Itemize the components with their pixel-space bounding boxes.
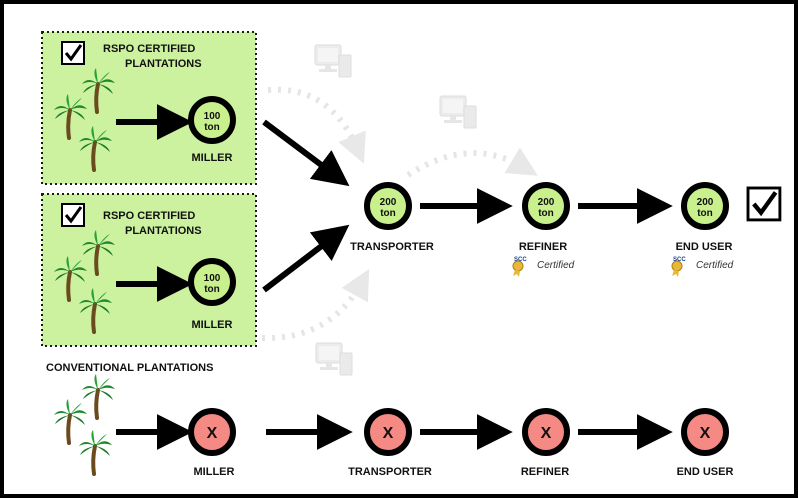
- conventional-title: CONVENTIONAL PLANTATIONS: [46, 362, 213, 374]
- miller-node: [188, 96, 236, 144]
- scc-badge: SCC: [514, 257, 527, 263]
- computer-icon: [315, 342, 353, 376]
- checkbox-checked-icon: [748, 188, 780, 220]
- certified-plantation-b: RSPO CERTIFIED PLANTATIONS 100 ton MILLE…: [41, 193, 257, 347]
- refiner-label: REFINER: [519, 241, 567, 253]
- certified-label: Certified: [537, 260, 575, 271]
- scc-badge: SCC: [673, 257, 686, 263]
- palm-tree-icon: [80, 372, 117, 420]
- node-quantity: 200: [538, 197, 555, 208]
- plantation-title-2: PLANTATIONS: [125, 58, 202, 70]
- miller-label: MILLER: [192, 152, 233, 164]
- seal-ribbon-icon: [671, 260, 683, 278]
- node-unit: ton: [204, 122, 220, 133]
- miller-label: MILLER: [194, 466, 235, 478]
- flow-arrow: [262, 119, 350, 187]
- x-mark: X: [383, 425, 394, 442]
- x-mark: X: [700, 425, 711, 442]
- certified-label: Certified: [696, 260, 734, 271]
- seal-ribbon-icon: [512, 260, 524, 278]
- plantation-title-2: PLANTATIONS: [125, 225, 202, 237]
- end-user-node: [681, 182, 729, 230]
- certified-plantation-a: RSPO CERTIFIED PLANTATIONS 100 ton MILLE…: [41, 31, 257, 185]
- plantation-title: RSPO CERTIFIED: [103, 210, 195, 222]
- checkbox-checked-icon: [60, 202, 86, 228]
- computer-icon: [314, 44, 352, 78]
- x-mark: X: [207, 425, 218, 442]
- node-quantity: 100: [204, 111, 221, 122]
- node-unit: ton: [697, 208, 713, 219]
- transporter-label: TRANSPORTER: [350, 241, 434, 253]
- miller-node: [188, 408, 236, 456]
- transporter-label: TRANSPORTER: [348, 466, 432, 478]
- transporter-node: [364, 182, 412, 230]
- refiner-label: REFINER: [521, 466, 569, 478]
- computer-icon: [439, 95, 477, 129]
- end-user-node: [681, 408, 729, 456]
- refiner-node: [522, 408, 570, 456]
- certified-chain: 200 ton TRANSPORTER 200 ton REFINER SCC …: [350, 182, 780, 278]
- miller-node: [188, 258, 236, 306]
- plantation-title: RSPO CERTIFIED: [103, 43, 195, 55]
- end-user-label: END USER: [676, 241, 733, 253]
- node-unit: ton: [380, 208, 396, 219]
- end-user-label: END USER: [677, 466, 734, 478]
- node-quantity: 100: [204, 273, 221, 284]
- node-unit: ton: [538, 208, 554, 219]
- background-flow-arrows: [261, 86, 538, 342]
- miller-label: MILLER: [192, 319, 233, 331]
- conventional-chain: CONVENTIONAL PLANTATIONS X MILLER X TRAN…: [46, 362, 733, 478]
- palm-tree-icon: [52, 397, 89, 445]
- flow-arrow: [262, 224, 350, 293]
- checkbox-checked-icon: [60, 40, 86, 66]
- palm-tree-icon: [77, 428, 114, 476]
- node-quantity: 200: [380, 197, 397, 208]
- node-quantity: 200: [697, 197, 714, 208]
- x-mark: X: [541, 425, 552, 442]
- refiner-node: [522, 182, 570, 230]
- transporter-node: [364, 408, 412, 456]
- node-unit: ton: [204, 284, 220, 295]
